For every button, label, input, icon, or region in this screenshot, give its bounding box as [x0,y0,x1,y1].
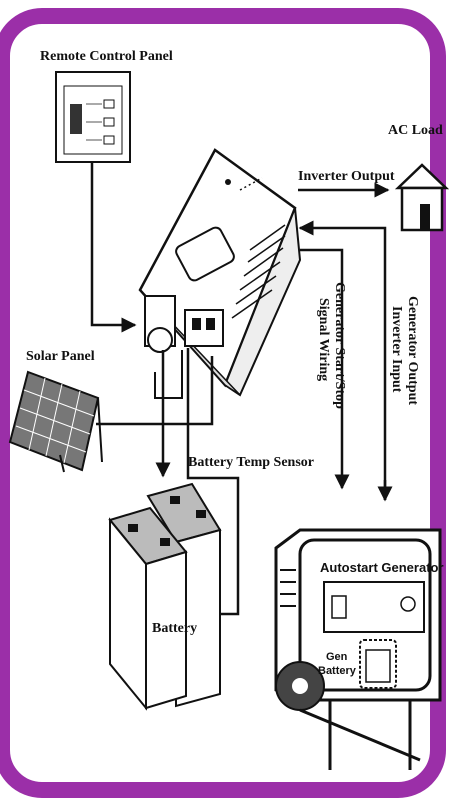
svg-text:Generator Start/Stop: Generator Start/Stop [332,282,347,409]
autostart-generator [274,528,442,770]
inverter-output-label: Inverter Output [298,169,395,184]
inverter-charger [138,148,302,397]
gen-battery-label-line1: Gen [326,651,348,663]
battery-bank [108,482,222,711]
generator-output-label: Generator Output Inverter Input [389,296,420,405]
generator-start-stop-label: Generator Start/Stop Signal Wiring [316,282,347,409]
svg-text:Generator Output: Generator Output [405,296,420,405]
solar-panel-label: Solar Panel [26,349,95,364]
remote-control-panel-label: Remote Control Panel [40,49,173,64]
ac-load-house [394,163,450,232]
ac-load-label: AC Load [388,123,443,138]
svg-text:Signal Wiring: Signal Wiring [316,298,331,381]
gen-battery-label-line2: Battery [318,665,357,677]
battery-temp-sensor-label: Battery Temp Sensor [188,455,314,470]
solar-panel [8,370,103,473]
svg-text:Inverter Input: Inverter Input [389,306,404,393]
remote-control-panel [55,71,131,163]
autostart-generator-label: Autostart Generator [320,560,444,575]
battery-label: Battery [152,621,197,636]
